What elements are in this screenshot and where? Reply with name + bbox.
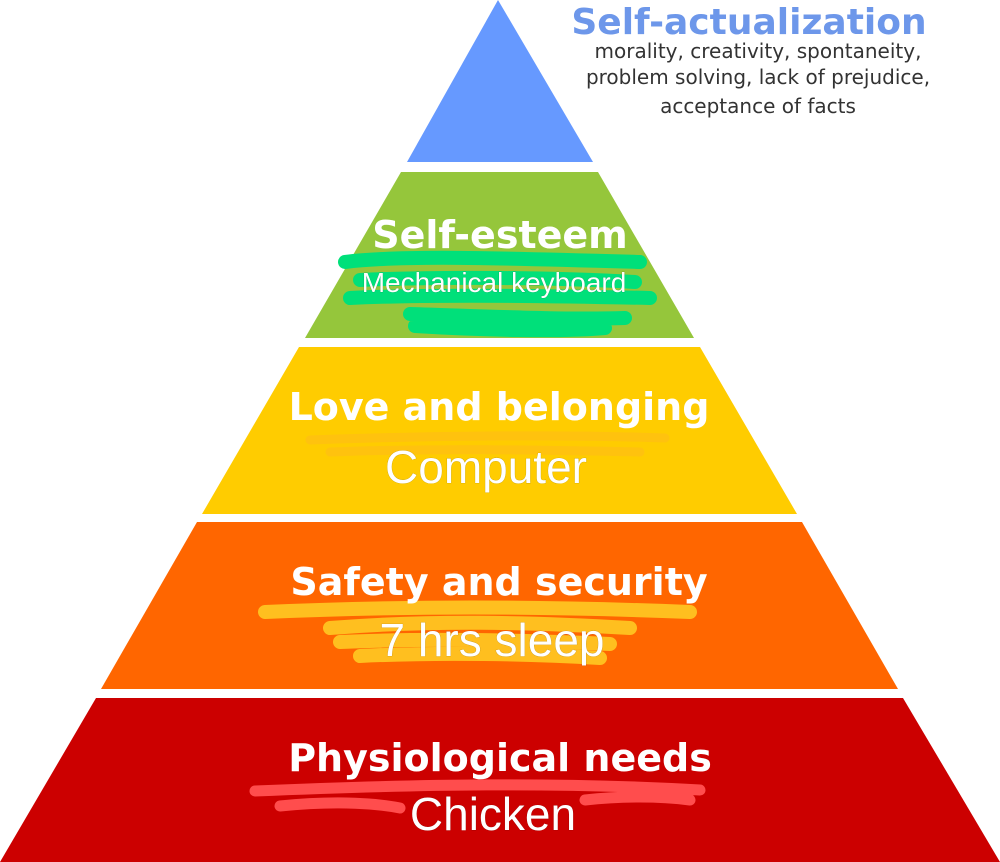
tier-self-actualization [407,0,593,162]
tier-love-and-belonging [202,347,797,514]
love-and-belonging-note: Computer [385,441,587,493]
scribble-physiological-needs [249,779,706,814]
scribble-self-esteem [338,250,657,338]
self-actualization-title: Self-actualization [571,2,926,43]
self-esteem-note: Mechanical keyboard [362,267,627,298]
self-actualization-desc-line-3: acceptance of facts [660,94,856,118]
safety-and-security-note: 7 hrs sleep [379,614,604,666]
self-actualization-desc-line-2: problem solving, lack of prejudice, [586,65,930,89]
physiological-needs-note: Chicken [410,788,576,840]
physiological-needs-title: Physiological needs [288,736,712,780]
scribble-safety-and-security [258,600,697,665]
love-and-belonging-title: Love and belonging [289,385,710,429]
scribble-love-and-belonging [305,431,670,457]
self-actualization-desc-line-1: morality, creativity, spontaneity, [595,39,922,63]
self-esteem-title: Self-esteem [372,213,628,257]
safety-and-security-title: Safety and security [290,560,708,604]
